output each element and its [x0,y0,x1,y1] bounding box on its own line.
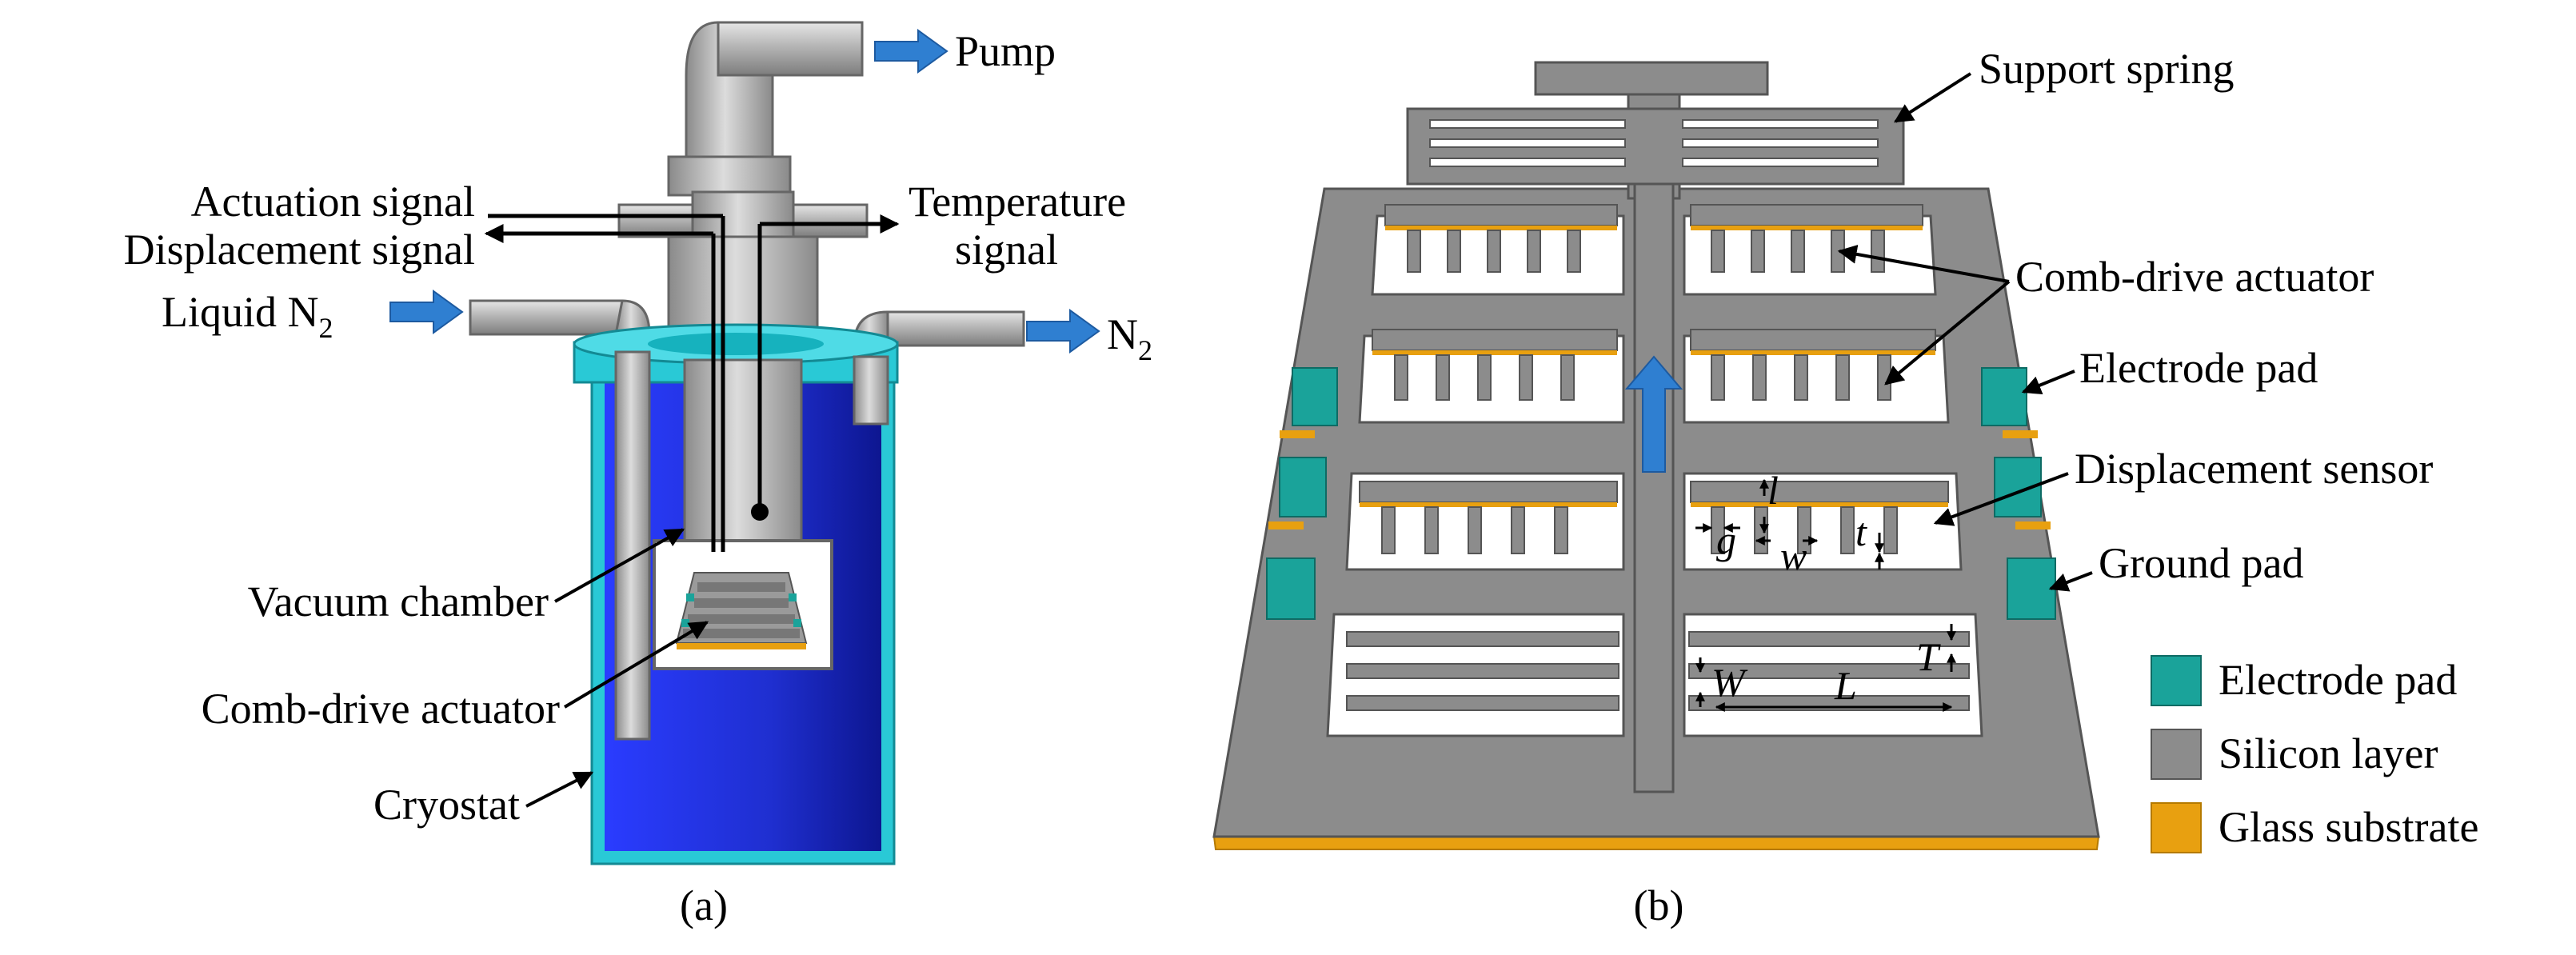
leaders-b [1837,72,2093,592]
n2-out-arrow [1026,309,1100,354]
label-displacement-sensor: Displacement sensor [2075,445,2433,493]
label-cryostat: Cryostat [373,781,520,829]
inlet-down-pipe [614,350,651,741]
dim-W: W [1711,660,1748,705]
dim-g: g [1716,517,1736,562]
dim-t: t [1855,509,1867,554]
inner-column [683,358,803,545]
pads [1266,367,2056,620]
blue-arrows [389,29,1100,354]
temperature-sensor [751,503,769,521]
dim-w: w [1780,533,1807,578]
label-temperature-signal-2: signal [955,226,1058,274]
central-spine [1633,182,1675,793]
label-electrode-pad: Electrode pad [2079,344,2318,392]
dimension-arrows [1695,478,1956,712]
legend-swatch-electrode [2151,655,2202,706]
liquid-n2-arrow [389,290,464,334]
signal-wires [488,214,886,552]
legend-label-electrode: Electrode pad [2219,656,2457,704]
label-n2-out: N2 [1107,310,1152,366]
support-spring [1406,61,1905,200]
dim-T: T [1916,634,1941,679]
dim-L: L [1834,663,1857,708]
panel-b: l g w t W T L Support spring Comb-drive … [1212,45,2478,929]
label-temperature-signal-1: Temperature [909,178,1126,226]
label-actuation-signal: Actuation signal [191,178,475,226]
label-pump: Pump [955,27,1056,75]
comb-fingers [1359,204,1949,554]
legend: Electrode pad Silicon layer Glass substr… [2151,655,2478,853]
caption-a: (a) [680,881,728,929]
legend-swatch-glass [2151,802,2202,853]
leaders-a [484,214,900,808]
motion-arrow [1624,355,1683,473]
glass-substrate [1212,836,2100,850]
label-vacuum-chamber: Vacuum chamber [248,577,549,625]
legend-label-silicon: Silicon layer [2219,729,2438,777]
label-comb-drive-actuator-b: Comb-drive actuator [2015,253,2374,301]
legend-swatch-silicon [2151,729,2202,780]
outlet-down-pipe [853,355,889,426]
pump-arrow [874,29,949,74]
legend-label-glass: Glass substrate [2219,803,2478,851]
dim-l: l [1767,468,1779,513]
pump-pipe [667,21,864,197]
label-comb-drive-actuator-a: Comb-drive actuator [202,685,560,733]
label-liquid-n2: Liquid N2 [162,288,333,344]
label-support-spring: Support spring [1979,45,2235,93]
caption-b: (b) [1634,881,1684,929]
mini-device [675,572,808,649]
label-ground-pad: Ground pad [2099,539,2303,587]
label-displacement-signal: Displacement signal [124,226,475,274]
panel-a: Pump Actuation signal Displacement signa… [124,21,1152,929]
